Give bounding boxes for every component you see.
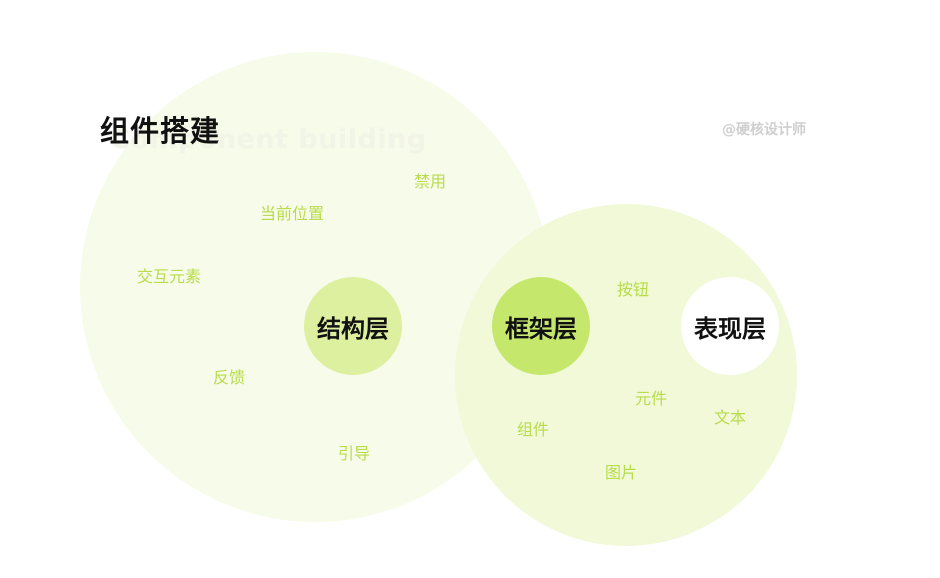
term-element: 元件 [634,389,668,408]
term-guidance: 引导 [337,444,371,463]
heading-subtitle: Component building [110,124,427,155]
term-text: 文本 [713,408,747,427]
term-feedback: 反馈 [212,368,246,387]
term-image: 图片 [604,463,638,482]
term-button: 按钮 [616,280,650,299]
heading-title: 组件搭建 [100,114,221,148]
presentation-layer-node: 表现层 [681,277,779,375]
term-disabled: 禁用 [413,172,447,191]
watermark: @硬核设计师 [722,122,806,138]
term-interactive-elements: 交互元素 [136,267,202,286]
structure-layer-node: 结构层 [304,277,402,375]
term-component: 组件 [516,420,550,439]
framework-layer-node: 框架层 [492,277,590,375]
term-current-location: 当前位置 [259,204,325,223]
framework-layer-area [455,204,797,546]
